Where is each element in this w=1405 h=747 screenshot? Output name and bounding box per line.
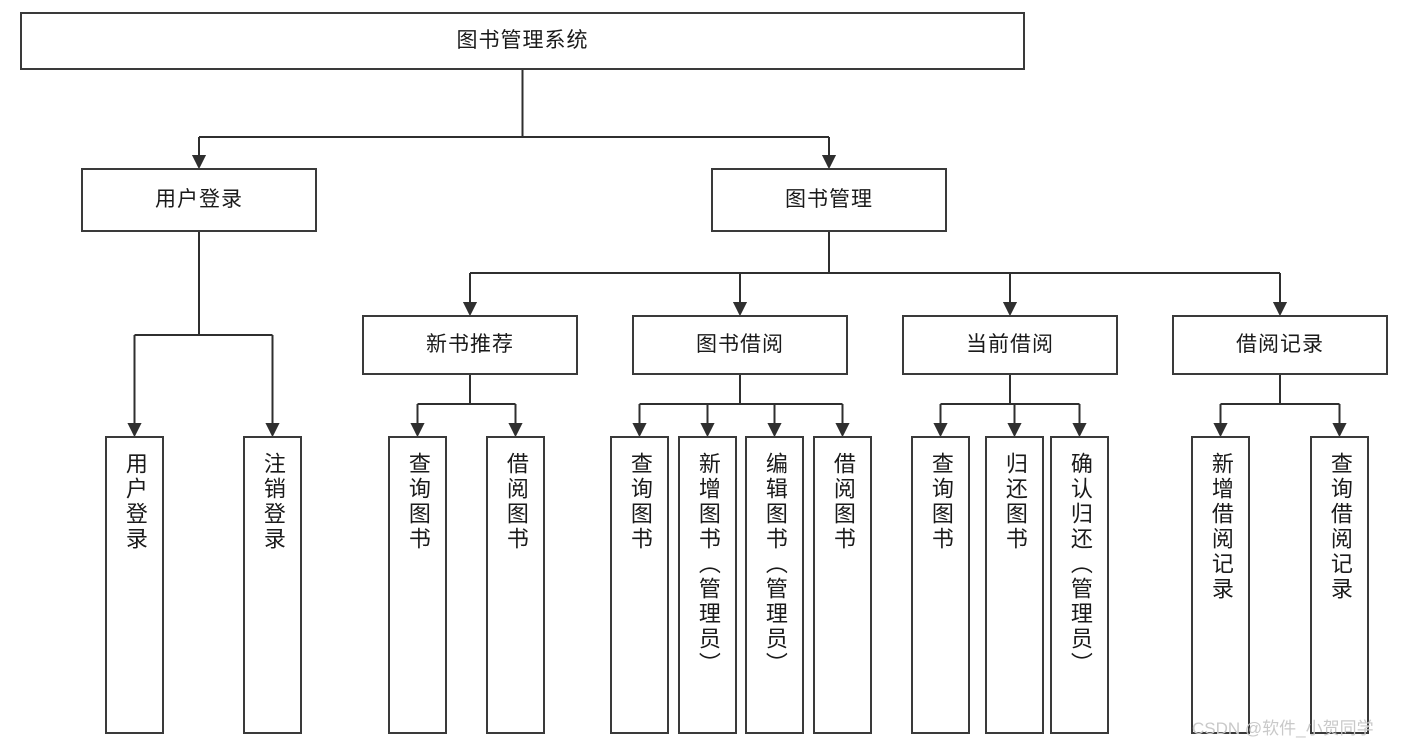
node-leaf-query-book-1[interactable]: 查询图书 <box>388 436 447 734</box>
node-leaf-add-book[interactable]: 新增图书（管理员） <box>678 436 737 734</box>
node-leaf-edit-book[interactable]: 编辑图书（管理员） <box>745 436 804 734</box>
node-leaf-query-book-3[interactable]: 查询图书 <box>911 436 970 734</box>
node-label: 当前借阅 <box>966 333 1054 357</box>
node-label: 新书推荐 <box>426 333 514 357</box>
node-book-manage[interactable]: 图书管理 <box>711 168 947 232</box>
node-leaf-borrow-book-2[interactable]: 借阅图书 <box>813 436 872 734</box>
node-label: 用户登录 <box>122 452 148 552</box>
node-leaf-logout[interactable]: 注销登录 <box>243 436 302 734</box>
node-leaf-borrow-book-1[interactable]: 借阅图书 <box>486 436 545 734</box>
node-label: 编辑图书（管理员） <box>762 452 788 677</box>
node-label: 图书管理系统 <box>456 29 589 53</box>
node-leaf-user-login[interactable]: 用户登录 <box>105 436 164 734</box>
node-current-borrow[interactable]: 当前借阅 <box>902 315 1118 375</box>
node-leaf-query-book-2[interactable]: 查询图书 <box>610 436 669 734</box>
node-leaf-return-book[interactable]: 归还图书 <box>985 436 1044 734</box>
node-leaf-query-record[interactable]: 查询借阅记录 <box>1310 436 1369 734</box>
node-label: 新增借阅记录 <box>1208 452 1234 602</box>
node-root[interactable]: 图书管理系统 <box>20 12 1025 70</box>
node-label: 新增图书（管理员） <box>695 452 721 677</box>
csdn-watermark: CSDN @软件_小贺同学 <box>1192 719 1374 738</box>
node-label: 图书管理 <box>785 188 873 212</box>
node-leaf-confirm-return[interactable]: 确认归还（管理员） <box>1050 436 1109 734</box>
node-label: 借阅图书 <box>503 452 529 552</box>
node-new-book-rec[interactable]: 新书推荐 <box>362 315 578 375</box>
node-label: 查询图书 <box>405 452 431 552</box>
node-label: 图书借阅 <box>696 333 784 357</box>
node-label: 借阅图书 <box>830 452 856 552</box>
node-leaf-add-record[interactable]: 新增借阅记录 <box>1191 436 1250 734</box>
node-user-login[interactable]: 用户登录 <box>81 168 317 232</box>
node-label: 查询借阅记录 <box>1327 452 1353 602</box>
node-label: 注销登录 <box>260 452 286 552</box>
node-label: 查询图书 <box>928 452 954 552</box>
node-label: 用户登录 <box>155 188 243 212</box>
node-label: 归还图书 <box>1002 452 1028 552</box>
node-label: 借阅记录 <box>1236 333 1324 357</box>
node-label: 查询图书 <box>627 452 653 552</box>
node-borrow-record[interactable]: 借阅记录 <box>1172 315 1388 375</box>
node-label: 确认归还（管理员） <box>1067 452 1093 677</box>
node-book-borrow[interactable]: 图书借阅 <box>632 315 848 375</box>
